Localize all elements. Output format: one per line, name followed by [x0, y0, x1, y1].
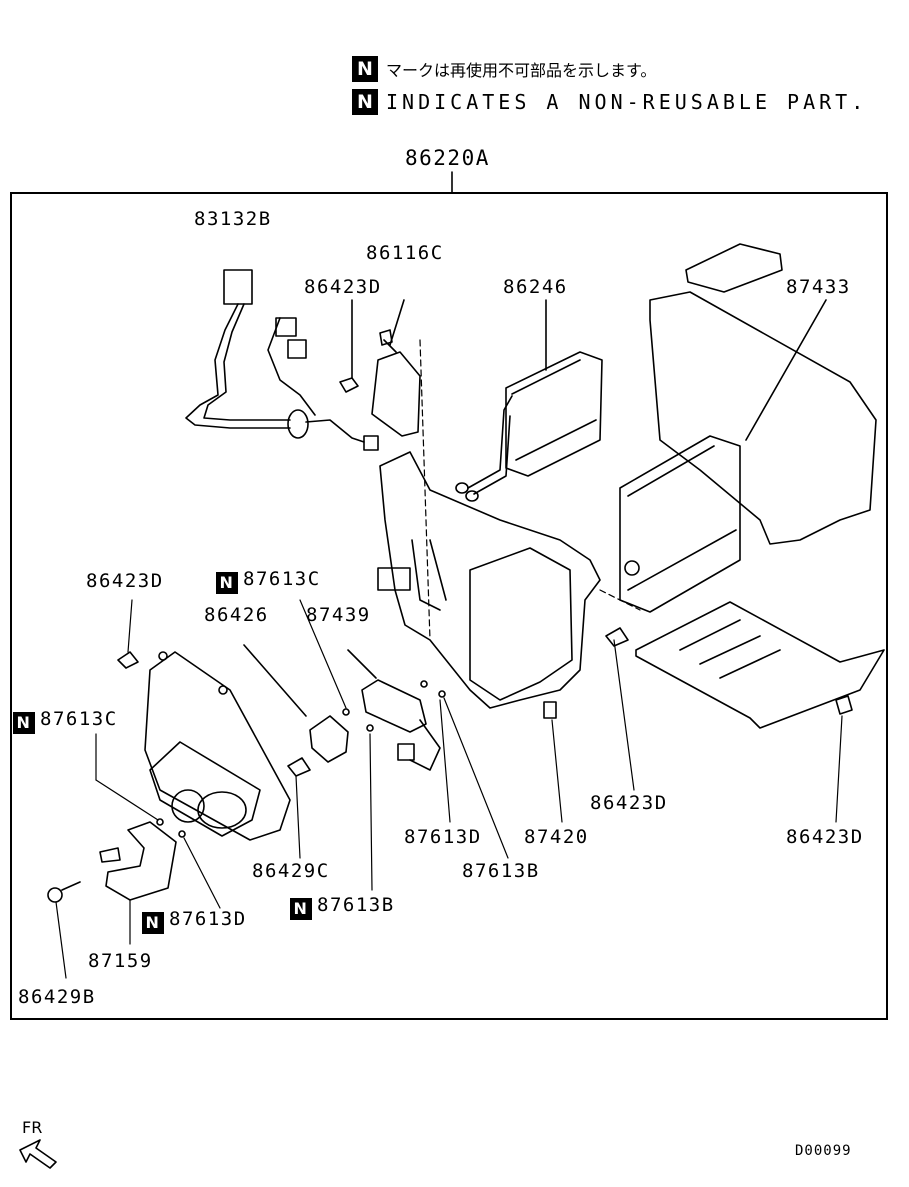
callout-87613b-center: 87613B: [462, 860, 540, 882]
callout-87433: 87433: [786, 276, 851, 298]
servo-motor-drawing: [347, 649, 441, 771]
callout-86426: 86426: [204, 604, 269, 626]
callout-86429c: 86429C: [252, 860, 330, 882]
hvac-case-drawing: [377, 451, 601, 719]
legend-english-line: N INDICATES A NON-REUSABLE PART.: [352, 89, 867, 115]
callout-87439: 87439: [306, 604, 371, 626]
harness-end-connector: [363, 435, 379, 451]
lower-tray-drawing: [635, 601, 885, 729]
non-reusable-badge: N: [216, 572, 238, 594]
diagram-code: D00099: [795, 1143, 852, 1159]
actuator-drawing: [371, 299, 421, 437]
non-reusable-badge: N: [352, 89, 378, 115]
legend-english-text: INDICATES A NON-REUSABLE PART.: [386, 90, 868, 114]
callout-86423d-top: 86423D: [304, 276, 382, 298]
non-reusable-badge: N: [352, 56, 378, 82]
screw-top-drawing: [339, 299, 359, 393]
o-ring-markers: [156, 680, 446, 838]
non-reusable-badge: N: [290, 898, 312, 920]
non-reusable-badge: N: [13, 712, 35, 734]
blower-case-drawing: [144, 651, 291, 841]
callout-86429b: 86429B: [18, 986, 96, 1008]
wire-harness-drawing: [185, 269, 379, 451]
harness-connector: [223, 269, 253, 305]
callout-86246: 86246: [503, 276, 568, 298]
front-direction-label: FR: [22, 1118, 43, 1137]
assembly-part-number: 86220A: [405, 146, 490, 170]
grommet: [287, 409, 309, 439]
legend-japanese-line: N マークは再使用不可部品を示します。: [352, 56, 656, 82]
callout-86423d-right: 86423D: [786, 826, 864, 848]
assembly-frame: [10, 192, 888, 1020]
front-direction-arrow: [19, 1139, 57, 1169]
drain-plug: [543, 701, 557, 719]
duct-drawing: [99, 821, 177, 901]
callout-83132b: 83132B: [194, 208, 272, 230]
legend-japanese-text: マークは再使用不可部品を示します。: [386, 61, 657, 80]
callout-86423d-right-mid: 86423D: [590, 792, 668, 814]
screws-drawing: [47, 627, 853, 903]
callout-86116c: 86116C: [366, 242, 444, 264]
callout-87159: 87159: [88, 950, 153, 972]
evaporator-core-drawing: [455, 299, 603, 502]
heater-unit-drawing: [619, 243, 877, 613]
callout-87420: 87420: [524, 826, 589, 848]
callout-86423d-left: 86423D: [86, 570, 164, 592]
resistor-drawing: [243, 644, 349, 763]
leader-lines: [55, 339, 843, 979]
non-reusable-badge: N: [142, 912, 164, 934]
callout-87613d-center: 87613D: [404, 826, 482, 848]
